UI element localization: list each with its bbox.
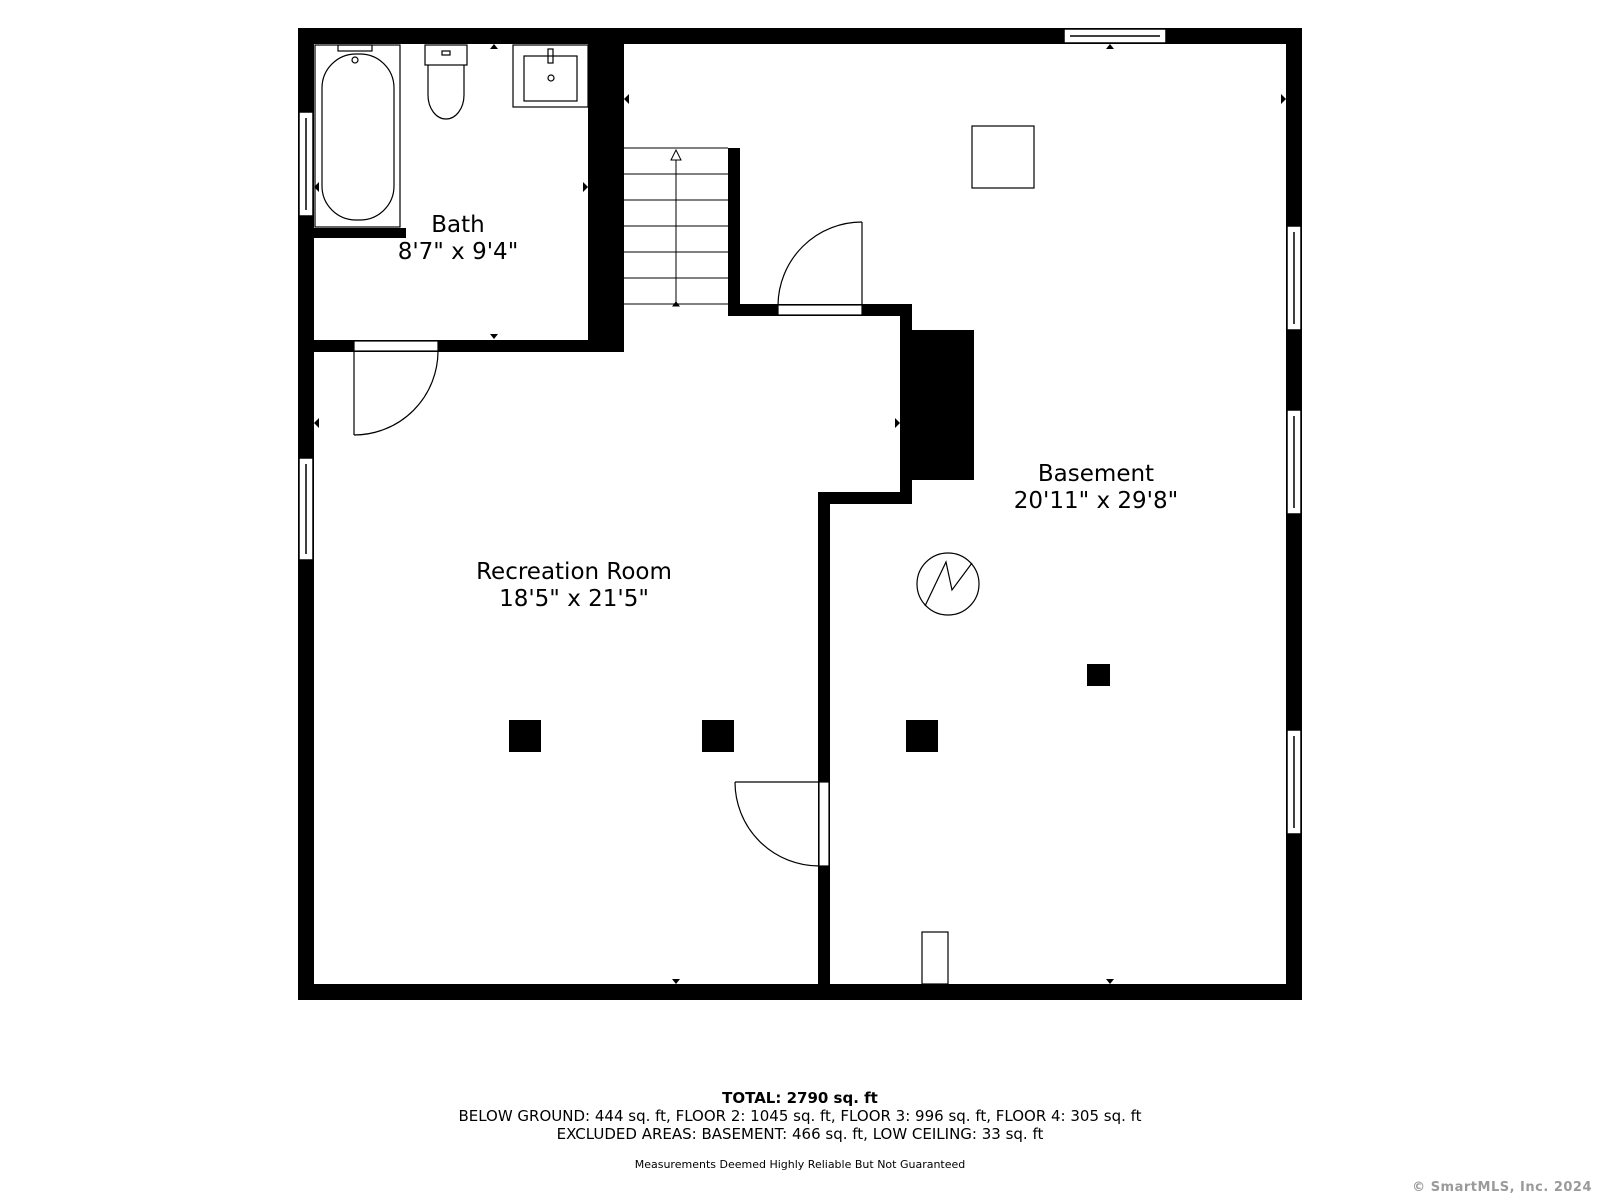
window-recreation-west [298,457,314,561]
basement-name: Basement [1038,461,1154,487]
bath-east-wall [588,28,624,352]
window-north [1063,28,1167,44]
recreation-room-name: Recreation Room [476,559,672,585]
door-basement-stair [777,221,863,316]
basement-size: 20'11" x 29'8" [1014,488,1178,514]
door-bath [353,340,439,436]
window-east-1 [1286,225,1302,331]
toilet [424,44,468,120]
bath-size: 8'7" x 9'4" [398,239,519,265]
window-bath-west [298,111,314,217]
recreation-room-size: 18'5" x 21'5" [499,586,649,612]
tub-wall [314,228,406,238]
outer-walls [298,28,1302,1000]
stair-east-wall [728,148,740,316]
sink [512,44,589,108]
divider-step-wall [818,492,912,504]
disclaimer: Measurements Deemed Highly Reliable But … [634,1158,966,1171]
total-area: TOTAL: 2790 sq. ft [722,1089,878,1107]
bath-name: Bath [431,212,484,238]
stairs [624,147,728,307]
chimney [910,330,974,480]
excluded-areas: EXCLUDED AREAS: BASEMENT: 466 sq. ft, LO… [556,1125,1044,1143]
support-posts [509,664,1110,752]
doors [353,221,863,867]
basement-fixtures [916,125,1035,985]
window-east-3 [1286,729,1302,835]
windows [298,28,1302,835]
window-east-2 [1286,409,1302,515]
electric-panel-icon [916,552,980,616]
vent-chase [921,931,949,985]
door-recreation-basement [734,781,830,867]
recreation-basement-wall [818,492,830,1000]
bath-fixtures [314,44,589,228]
interior-walls [298,28,974,1000]
utility-box [971,125,1035,189]
chimney-wall [900,304,912,504]
dimension-markers [314,44,1286,984]
copyright: © SmartMLS, Inc. 2024 [1412,1180,1592,1195]
room-labels: Bath 8'7" x 9'4" Recreation Room 18'5" x… [398,212,1179,612]
bathtub [314,44,401,228]
bath-south-wall [298,340,624,352]
floor-areas: BELOW GROUND: 444 sq. ft, FLOOR 2: 1045 … [458,1107,1142,1125]
